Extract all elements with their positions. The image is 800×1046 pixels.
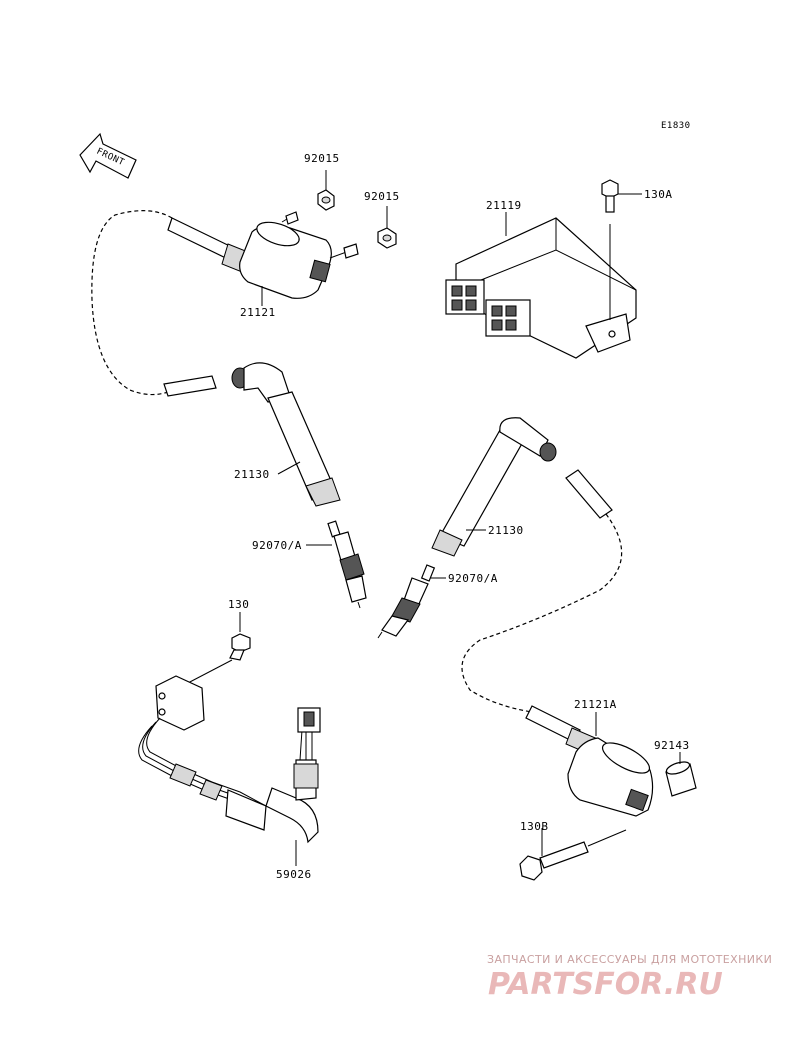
ignition-coil-left[interactable] [167, 211, 359, 299]
label-nut-lower: 92015 [364, 190, 400, 203]
lead-end-left [163, 375, 217, 397]
label-bolt-b: 130B [520, 820, 549, 833]
label-coil-left: 21121 [240, 306, 276, 319]
watermark-tagline: ЗАПЧАСТИ И АКСЕССУАРЫ ДЛЯ МОТОТЕХНИКИ [487, 953, 772, 966]
igniter-unit[interactable] [445, 217, 637, 359]
spark-plug-right[interactable] [377, 564, 436, 639]
label-collar: 92143 [654, 739, 690, 752]
bolt[interactable] [229, 633, 251, 661]
label-plug-left: 92070/A [252, 539, 302, 552]
front-arrow-icon: FRONT [79, 132, 137, 179]
label-harness: 59026 [276, 868, 312, 881]
diagram-code: E1830 [661, 121, 691, 131]
collar[interactable] [665, 760, 697, 797]
plug-cap-left[interactable] [231, 362, 341, 507]
bolt-a[interactable] [601, 179, 619, 213]
label-igniter: 21119 [486, 199, 522, 212]
nut-lower[interactable] [377, 206, 397, 249]
label-nut-upper: 92015 [304, 152, 340, 165]
bolt-b[interactable] [519, 829, 627, 881]
label-cap-left: 21130 [234, 468, 270, 481]
label-cap-right: 21130 [488, 524, 524, 537]
label-coil-right: 21121A [574, 698, 617, 711]
label-bolt: 130 [228, 598, 249, 611]
lead-left-dashed [91, 210, 173, 396]
label-plug-right: 92070/A [448, 572, 498, 585]
plug-cap-right[interactable] [431, 417, 557, 557]
watermark-logo: PARTSFOR.RU [488, 967, 723, 1002]
wiring-harness[interactable] [138, 675, 321, 844]
lead-right-dashed [461, 513, 623, 713]
nut-upper[interactable] [317, 170, 335, 211]
watermark: ЗАПЧАСТИ И АКСЕССУАРЫ ДЛЯ МОТОТЕХНИКИ PA… [487, 953, 772, 1002]
ignition-coil-right[interactable] [525, 705, 654, 817]
spark-plug-left[interactable] [327, 520, 367, 609]
label-bolt-a: 130A [644, 188, 673, 201]
lead-end-right [565, 469, 613, 519]
